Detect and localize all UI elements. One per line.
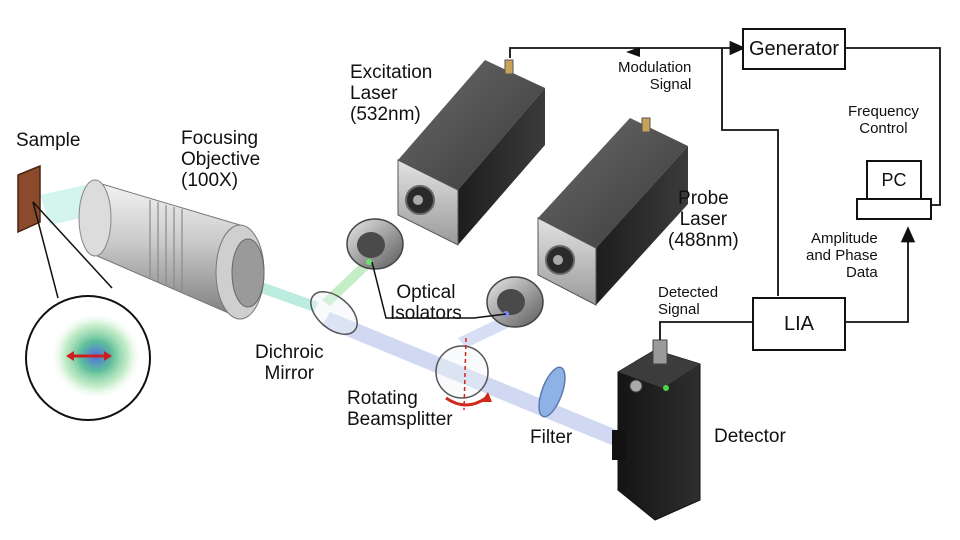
lia-label: LIA [783, 312, 815, 335]
filter-label: Filter [530, 427, 573, 448]
sample-magnifier [25, 201, 151, 421]
optical-isolator-excitation [346, 218, 404, 270]
rotating-beamsplitter-label: Rotating Beamsplitter [347, 388, 453, 430]
optical-isolator-probe [486, 276, 544, 328]
generator-label: Generator [748, 37, 840, 60]
detector [612, 339, 701, 521]
generator-box: Generator [742, 28, 846, 70]
probe-laser [537, 117, 688, 306]
signal-wires [509, 40, 941, 340]
pc-keyboard [856, 198, 932, 220]
detected-signal-label: Detected Signal [658, 284, 719, 318]
excitation-laser-label: Excitation Laser (532nm) [350, 62, 433, 125]
detector-label: Detector [714, 426, 786, 447]
probe-laser-label: Probe Laser (488nm) [668, 188, 739, 251]
dichroic-mirror-label: Dichroic Mirror [255, 342, 324, 384]
sample-label: Sample [16, 130, 81, 151]
isolator-pointer-lines [371, 261, 507, 319]
pc-label: PC [881, 169, 907, 190]
sample-slide [17, 164, 41, 234]
focusing-objective-label: Focusing Objective (100X) [181, 128, 261, 191]
lia-box: LIA [752, 297, 846, 351]
rotating-beamsplitter [435, 337, 492, 411]
excitation-laser [397, 59, 545, 246]
frequency-control-label: Frequency Control [848, 103, 919, 137]
dichroic-mirror [310, 291, 358, 335]
filter [538, 366, 566, 418]
amplitude-phase-data-label: Amplitude and Phase Data [806, 230, 878, 281]
focusing-objective [78, 179, 265, 320]
modulation-arrow-head [626, 47, 640, 57]
pc-monitor: PC [866, 160, 922, 200]
optical-isolators-label: Optical Isolators [390, 282, 462, 324]
modulation-signal-label: Modulation Signal [618, 59, 692, 93]
